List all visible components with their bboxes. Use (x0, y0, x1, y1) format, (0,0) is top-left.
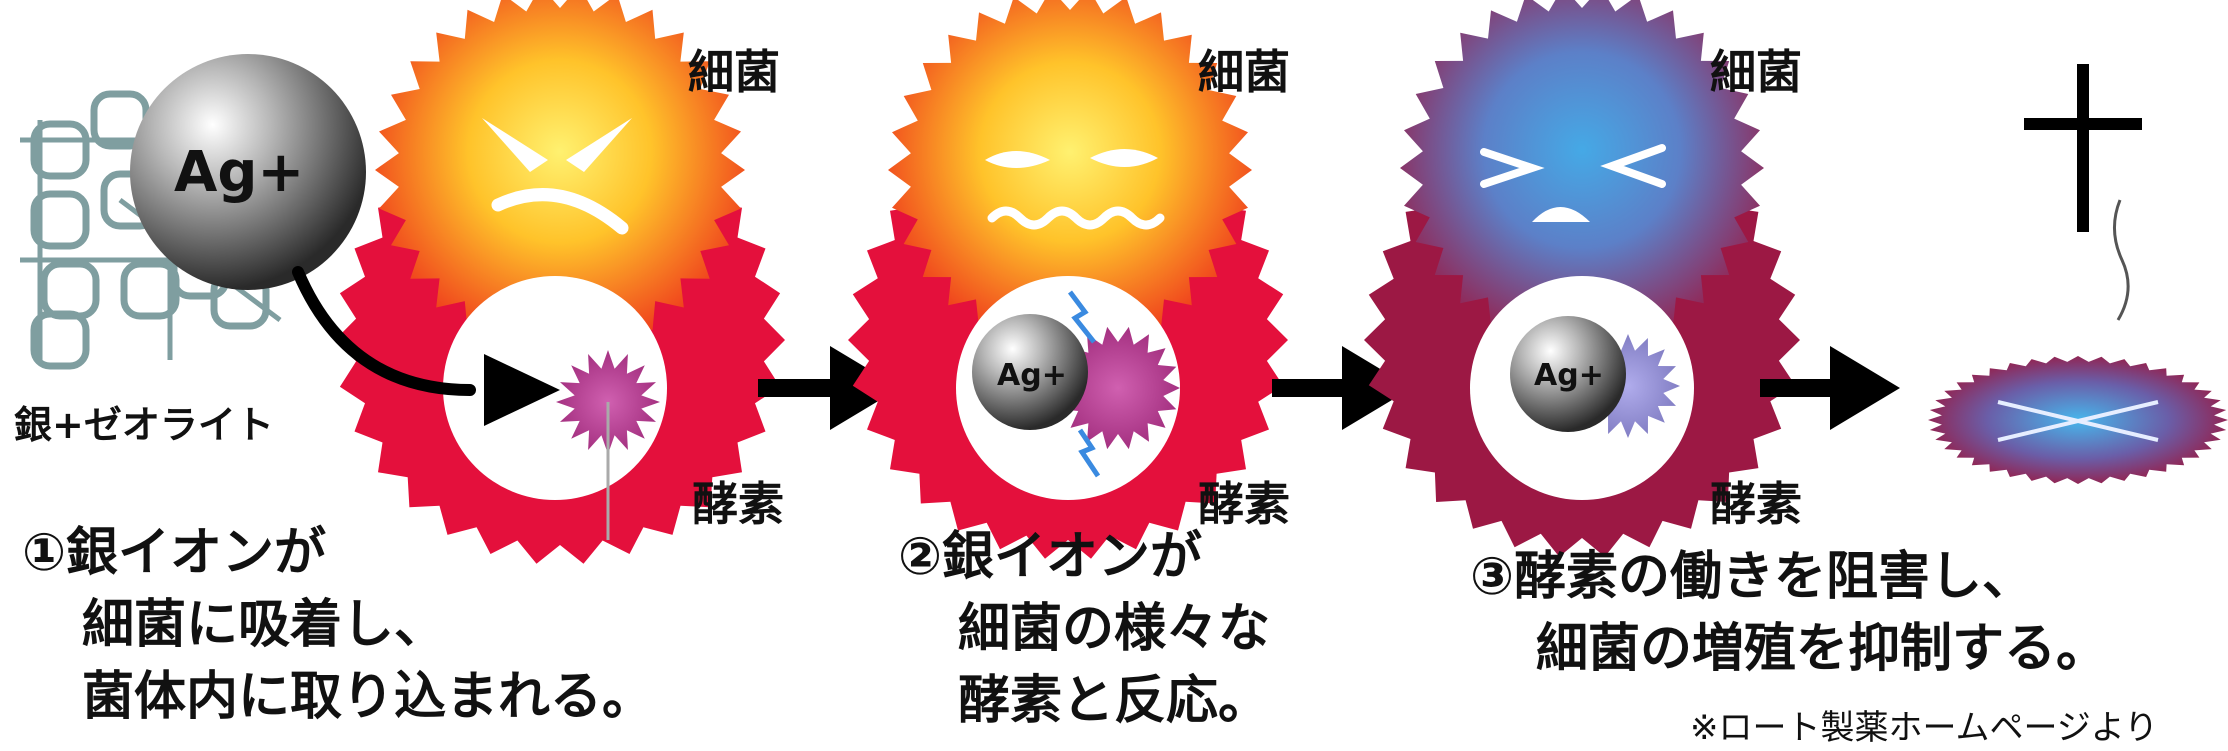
silver-ion-2 (972, 314, 1088, 430)
process-arrow-3 (1760, 346, 1900, 430)
process-arrow-1-shaft (758, 379, 840, 397)
ion-label-large: Ag+ (174, 140, 305, 205)
silver-ion-sphere (130, 54, 366, 290)
zeolite-cell (30, 310, 90, 370)
enzyme-label-3: 酵素 (1710, 477, 1802, 531)
dead-bacteria-eyes (1997, 400, 2159, 442)
ion-label-stage3: Ag+ (1534, 358, 1604, 393)
bacteria-3-body (1400, 0, 1764, 349)
enzyme-2 (1056, 326, 1180, 450)
zeolite-cell (40, 260, 100, 320)
worried-eye-left (985, 151, 1050, 168)
angry-face-icon (482, 118, 632, 235)
caption-2-line-2: 細菌の様々な (958, 599, 1271, 659)
worried-mouth (987, 206, 1165, 230)
uptake-arrow-head (484, 354, 560, 426)
grave-cross-icon (2024, 64, 2142, 321)
angry-eye-right (566, 118, 632, 172)
caption-1-line-2: 細菌に吸着し、 (82, 595, 447, 655)
ion-label-stage2: Ag+ (997, 358, 1067, 393)
lightning-top (1068, 290, 1096, 344)
dizzy-face-icon (1480, 144, 1666, 222)
lightning-icon (1068, 290, 1101, 478)
bacteria-label-1: 細菌 (688, 45, 780, 99)
angry-mouth (491, 188, 629, 235)
process-arrow-2-shaft (1272, 379, 1352, 397)
process-arrow-3-shaft (1760, 379, 1840, 397)
soul-wisp (2113, 199, 2130, 321)
bacteria-1-body (375, 0, 745, 354)
angry-eye-left (482, 118, 548, 172)
bacteria-label-3: 細菌 (1710, 45, 1802, 99)
enzyme-label-2: 酵素 (1198, 477, 1290, 531)
bacteria-2-body (888, 0, 1252, 351)
uptake-arrow-shaft (292, 266, 476, 396)
dizzy-mouth (1532, 207, 1590, 222)
worried-eye-right (1090, 149, 1158, 167)
bacteria-label-2: 細菌 (1198, 45, 1290, 99)
caption-2-line-3: 酵素と反応。 (958, 671, 1271, 731)
lightning-bottom (1077, 428, 1101, 478)
caption-3-line-2: 細菌の増殖を抑制する。 (1536, 619, 2109, 679)
caption-2-line-1: ②銀イオンが (898, 527, 1203, 587)
cross-vertical (2077, 64, 2089, 232)
dizzy-eye-right (1600, 144, 1666, 188)
zeolite-cell (30, 190, 90, 250)
caption-1-line-1: ①銀イオンが (22, 523, 327, 583)
process-arrow-3-head (1830, 346, 1900, 430)
cross-horizontal (2024, 118, 2142, 130)
zeolite-bonds (20, 120, 290, 360)
caption-3-line-1: ③酵素の働きを阻害し、 (1470, 547, 2035, 607)
dizzy-eye-left (1480, 148, 1545, 188)
caption-1-line-3: 菌体内に取り込まれる。 (82, 667, 655, 727)
zeolite-label: 銀+ゼオライト (14, 403, 274, 447)
worried-face-icon (985, 149, 1165, 230)
silver-ion-3 (1510, 316, 1626, 432)
enzyme-label-1: 酵素 (692, 477, 784, 531)
source-credit: ※ロート製薬ホームページより (1690, 708, 2159, 748)
zeolite-cell (30, 120, 90, 180)
